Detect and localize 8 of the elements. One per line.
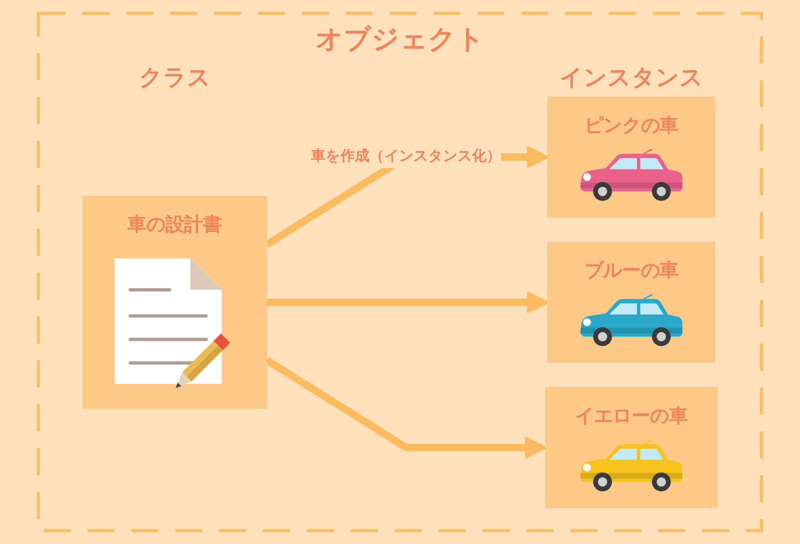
column-heading: インスタンス bbox=[559, 64, 704, 92]
node-box: ブルーの車 bbox=[547, 242, 716, 363]
arrow bbox=[266, 290, 549, 314]
node-box: 車の設計書 bbox=[82, 196, 268, 409]
column-heading: クラス bbox=[138, 64, 211, 92]
node-box: イエローの車 bbox=[545, 386, 718, 508]
node-box: ピンクの車 bbox=[547, 96, 716, 218]
edge-label: 車を作成（インスタンス化） bbox=[311, 148, 502, 165]
